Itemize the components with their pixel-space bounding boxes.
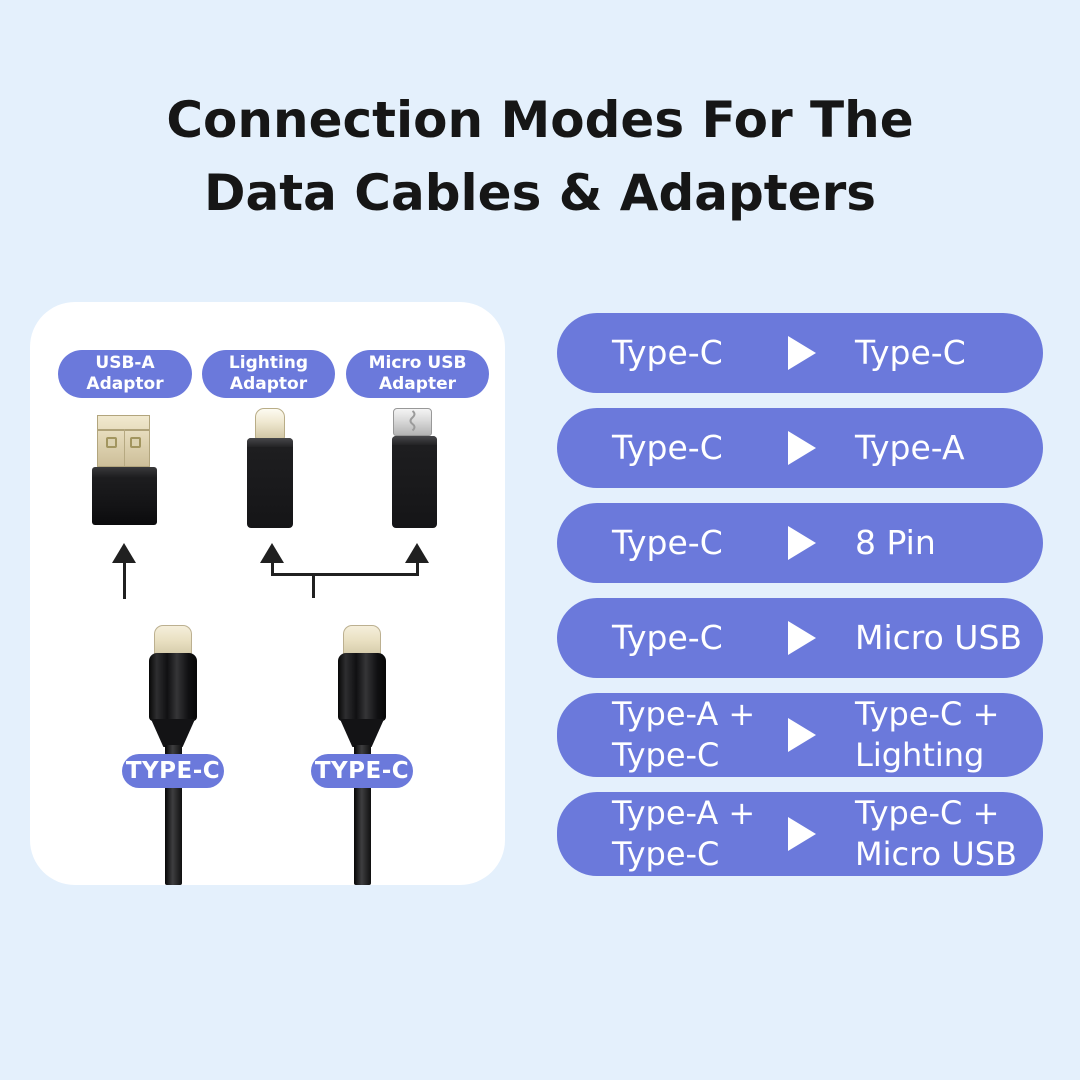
micro-usb-adapter-collar [392, 436, 437, 445]
fork-arrow-crossbar [270, 573, 419, 576]
lightning-adapter-tip-image [255, 408, 285, 439]
lighting-adaptor-label-pill: Lighting Adaptor [202, 350, 335, 398]
lightning-adapter-collar [247, 438, 293, 447]
connection-from-label: Type-C [612, 333, 723, 372]
up-arrow-icon [112, 543, 136, 563]
fork-arrow-right-icon [405, 543, 429, 563]
usb-a-adaptor-label-line1: USB-A [95, 353, 155, 373]
play-arrow-icon [788, 718, 816, 752]
usb-a-plug-hole [130, 437, 141, 448]
play-arrow-icon [788, 431, 816, 465]
connection-to-label: Type-C + Micro USB [855, 794, 1017, 873]
product-card: USB-A Adaptor Lighting Adaptor Micro USB… [30, 302, 505, 885]
up-arrow-stem [122, 561, 126, 599]
usb-a-plug-center-seam [123, 429, 125, 466]
lighting-adaptor-label-line1: Lighting [228, 353, 309, 373]
usb-a-plug-hole [106, 437, 117, 448]
micro-usb-adapter-label-pill: Micro USB Adapter [346, 350, 489, 398]
lightning-adapter-body-image [247, 438, 293, 528]
usb-a-adaptor-label-line2: Adaptor [86, 374, 164, 394]
type-c-connector-neck-image [339, 719, 385, 747]
usb-a-adaptor-label-pill: USB-A Adaptor [58, 350, 192, 398]
play-arrow-icon [788, 336, 816, 370]
play-arrow-icon [788, 621, 816, 655]
connection-row-2: Type-C Type-A [557, 408, 1043, 488]
connection-from-label: Type-C [612, 523, 723, 562]
micro-usb-adapter-body-image [392, 436, 437, 528]
connection-to-label: 8 Pin [855, 523, 936, 562]
micro-usb-plug-seam [409, 410, 416, 432]
connection-row-1: Type-C Type-C [557, 313, 1043, 393]
connection-from-label: Type-C [612, 428, 723, 467]
fork-arrow-stem [311, 573, 315, 598]
type-c-label-pill: TYPE-C [122, 754, 224, 788]
play-arrow-icon [788, 526, 816, 560]
connection-row-6: Type-A + Type-C Type-C + Micro USB [557, 792, 1043, 876]
connection-from-label: Type-C [612, 618, 723, 657]
connection-from-label: Type-A + Type-C [612, 695, 756, 774]
fork-arrow-left-icon [260, 543, 284, 563]
lighting-adaptor-label-line2: Adaptor [229, 374, 308, 394]
fork-arrow-left-riser [270, 561, 274, 575]
connection-to-label: Type-A [855, 428, 965, 467]
micro-usb-adapter-plug-image [393, 408, 432, 436]
connection-to-label: Micro USB [855, 618, 1023, 657]
type-c-connector-neck-image [150, 719, 196, 747]
micro-usb-adapter-label-line1: Micro USB [368, 353, 467, 373]
usb-a-adapter-plug-image [97, 415, 150, 467]
type-c-label: TYPE-C [125, 758, 221, 784]
connection-row-3: Type-C 8 Pin [557, 503, 1043, 583]
fork-arrow-right-riser [415, 561, 419, 575]
connection-modes-list: Type-C Type-C Type-C Type-A Type-C 8 Pin… [557, 313, 1043, 876]
connection-row-5: Type-A + Type-C Type-C + Lighting [557, 693, 1043, 777]
play-arrow-icon [788, 817, 816, 851]
page-title: Connection Modes For The Data Cables & A… [0, 84, 1080, 230]
type-c-connector-tip-image [343, 625, 381, 655]
micro-usb-adapter-label-line2: Adapter [378, 374, 456, 394]
type-c-label-pill: TYPE-C [311, 754, 413, 788]
type-c-connector-tip-image [154, 625, 192, 655]
page-title-line2: Data Cables & Adapters [204, 164, 876, 222]
connection-row-4: Type-C Micro USB [557, 598, 1043, 678]
connection-to-label: Type-C [855, 333, 966, 372]
type-c-connector-body-image [149, 653, 197, 721]
page-title-line1: Connection Modes For The [166, 91, 914, 149]
type-c-label: TYPE-C [314, 758, 410, 784]
connection-from-label: Type-A + Type-C [612, 794, 756, 873]
usb-a-adapter-body-image [92, 467, 157, 525]
type-c-connector-body-image [338, 653, 386, 721]
connection-to-label: Type-C + Lighting [855, 695, 1000, 774]
